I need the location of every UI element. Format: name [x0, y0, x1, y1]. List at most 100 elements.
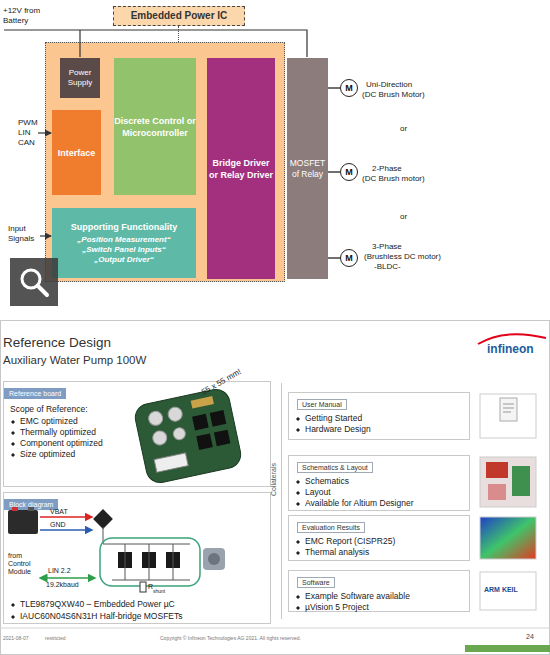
motor-symbol: M	[340, 249, 358, 267]
text-label: 2-Phase	[372, 164, 402, 174]
bullet-item: µVision 5 Project	[295, 602, 469, 613]
box-label: Supporting Functionality	[71, 222, 178, 232]
text-label: +12V from	[3, 6, 40, 16]
bullet-item: Getting Started	[295, 413, 469, 424]
panel-text: Scope of Reference:	[10, 404, 270, 415]
slide-title: Reference Design	[3, 335, 111, 351]
box-label: „Position Measurement“	[77, 235, 170, 245]
thumbnail	[512, 466, 530, 496]
text-label: infineon	[487, 342, 534, 356]
thumbnail	[480, 517, 536, 559]
zoom-icon	[38, 286, 47, 295]
text-label: Auxiliary Water Pump 100W	[3, 354, 146, 367]
text-label: ARM KEIL	[484, 586, 518, 594]
text-label: LIN 2.2	[48, 567, 71, 575]
thumbnail	[488, 484, 506, 500]
slide-frame	[0, 321, 550, 655]
thumbnail	[503, 408, 514, 409]
slide-frame	[1, 321, 550, 655]
text-label: 3-Phase	[372, 242, 402, 252]
text-label: (DC Brush Motor)	[362, 90, 425, 100]
thumbnail	[503, 404, 514, 405]
section-tab: Schematics & Layout	[297, 462, 373, 473]
part-number: IAUC60N04S6N31H Half-bridge MOSFETs	[10, 611, 183, 622]
box-label: M	[345, 83, 353, 93]
text-label: R	[148, 583, 153, 591]
support-block: Supporting Functionality „Position Measur…	[52, 208, 196, 278]
text-label: Battery	[3, 16, 28, 26]
bullet-item: Example Software available	[295, 591, 469, 602]
text-label: 2021-08-07	[3, 635, 29, 641]
text-label: Module	[8, 568, 31, 576]
box-label: Power Supply	[60, 68, 100, 88]
text-label: CAN	[18, 138, 35, 148]
box-label: „Switch Panel Inputs“	[82, 245, 166, 255]
box-label: M	[345, 167, 353, 177]
text-label: Uni-Direction	[366, 80, 412, 90]
bullet-item: Layout	[295, 487, 469, 498]
box-label: Bridge Driver or Relay Driver	[207, 157, 275, 181]
section-tab: User Manual	[297, 399, 347, 410]
text-label: shunt	[153, 588, 165, 594]
box-label: Discrete Control or Microcontroller	[114, 115, 196, 139]
thumbnail	[480, 457, 536, 507]
collateral-section: Schematics & LayoutSchematicsLayoutAvail…	[288, 455, 470, 511]
collateral-section: User ManualGetting StartedHardware Desig…	[288, 392, 470, 440]
block-diagram-panel: Block diagramTLE9879QXW40 – Embedded Pow…	[3, 492, 271, 624]
dotted-link	[178, 26, 179, 42]
text-label: or	[400, 212, 407, 222]
chip-boundary: Embedded Power IC Power SupplyInterface Di…	[45, 6, 285, 282]
text-label: Control	[8, 560, 31, 568]
slide-frame	[465, 645, 550, 652]
mosfet-block: MOSFET of Relay	[287, 58, 328, 279]
text-label: GND	[50, 521, 66, 529]
section-tab: Software	[297, 577, 335, 588]
text-label: VBAT	[50, 508, 68, 516]
section-tab: Evaluation Results	[297, 522, 365, 533]
thumbnail	[486, 462, 508, 478]
chip-title: Embedded Power IC	[113, 6, 245, 26]
text-label: Signals	[8, 234, 34, 244]
motor-symbol: M	[340, 79, 358, 97]
thumbnail	[480, 572, 536, 610]
text-label: Copyright © Infineon Technologies AG 202…	[160, 635, 301, 641]
text-label: from	[8, 552, 22, 560]
text-label: Input	[8, 224, 26, 234]
wire-connector	[328, 87, 340, 88]
panel-heading: Collaterals	[270, 463, 277, 496]
text-label: -BLDC-	[374, 262, 401, 272]
controller-block: Discrete Control or Microcontroller	[114, 58, 196, 195]
motor-symbol: M	[340, 163, 358, 181]
text-label: (Brushless DC motor)	[364, 252, 441, 262]
panel-text: EMC optimized	[10, 416, 270, 427]
wire-connector	[328, 171, 340, 172]
panel-text: Size optimized	[10, 449, 270, 460]
text-label: 19.2kbaud	[46, 581, 79, 589]
text-label: restricted	[45, 635, 66, 641]
thumbnail	[503, 412, 511, 413]
bullet-item: Hardware Design	[295, 424, 469, 435]
zoom-icon	[22, 270, 40, 288]
box-label: MOSFET of Relay	[287, 158, 328, 180]
text-label: 24	[526, 633, 534, 641]
text-label: (DC Brush motor)	[362, 174, 425, 184]
collaterals-panel: CollateralsUser ManualGetting StartedHar…	[281, 383, 547, 619]
bullet-item: Thermal analysis	[295, 547, 469, 558]
collateral-section: SoftwareExample Software availableµVisio…	[288, 570, 470, 612]
box-label: „Output Driver“	[94, 255, 154, 265]
panel-text: Thermally optimized	[10, 427, 270, 438]
panel-text: Component optimized	[10, 438, 270, 449]
part-number: TLE9879QXW40 – Embedded Power µC	[10, 599, 175, 610]
box-label: Interface	[58, 148, 96, 158]
box-label: M	[345, 253, 353, 263]
thumbnail	[480, 394, 536, 438]
slide-frame	[0, 628, 550, 629]
thumbnail	[500, 398, 517, 421]
reference-panel: Reference boardScope of Reference:EMC op…	[3, 381, 271, 487]
bullet-item: Available for Altium Designer	[295, 498, 469, 509]
power-supply-block: Power Supply	[60, 58, 100, 98]
wire-connector	[328, 257, 340, 258]
bullet-item: EMC Report (CISPR25)	[295, 536, 469, 547]
text-label: PWM	[18, 118, 38, 128]
